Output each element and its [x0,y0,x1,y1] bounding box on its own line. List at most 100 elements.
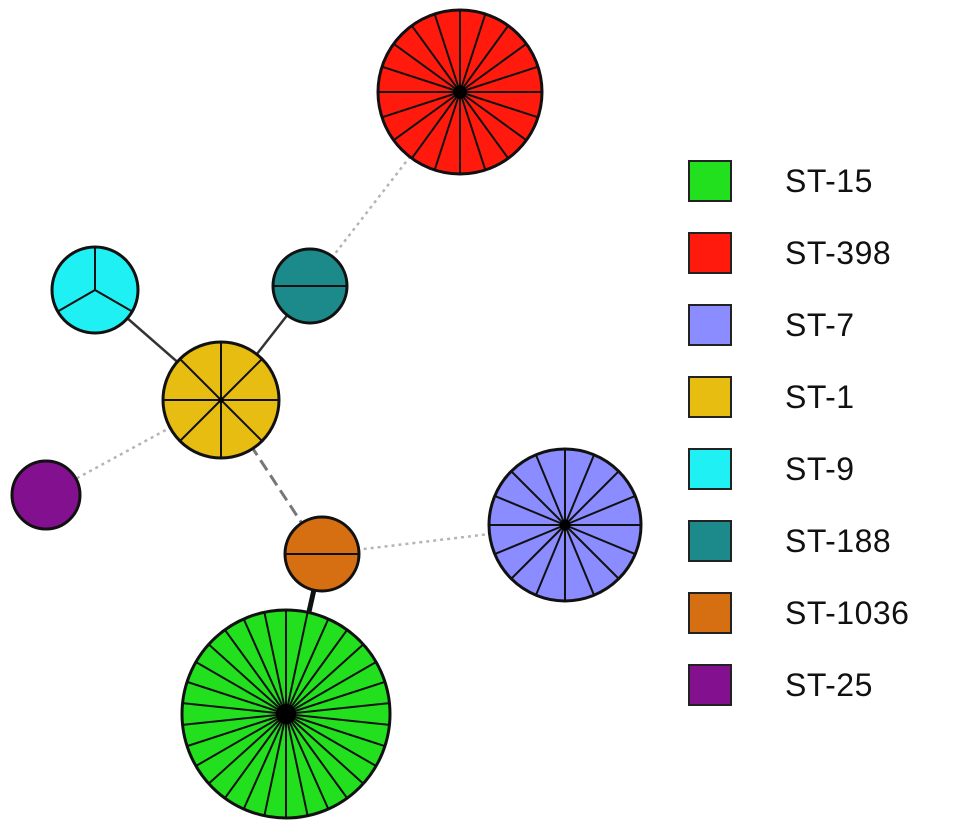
slice-divider [494,494,566,526]
slice-divider [534,524,566,596]
slice-divider [459,25,510,93]
slice-divider [285,713,390,726]
slice-divider [433,13,461,93]
slice-divider [459,65,539,93]
slice-divider [564,470,620,526]
slice-divider [220,358,263,401]
slice-divider [285,643,364,715]
slice-divider [433,91,461,171]
legend-label: ST-15 [785,162,873,199]
slice-divider [459,91,487,171]
legend-label: ST-188 [785,522,892,559]
slice-divider [285,713,386,748]
slice-divider [381,91,461,119]
node-hub [218,397,224,403]
slice-divider [510,524,566,580]
slice-divider [94,289,133,313]
slice-divider [179,358,222,401]
slice-divider [410,91,461,159]
legend-item-st-398: ST-398 [688,232,948,274]
node-st-188 [271,247,349,325]
slice-divider [285,618,330,715]
slice-divider [285,713,348,799]
slice-divider [208,713,287,785]
slice-divider [224,629,287,715]
slice-divider [220,399,263,442]
slice-divider [459,91,510,159]
legend-label: ST-1036 [785,594,910,631]
slice-divider [285,713,377,767]
slice-divider [534,454,566,526]
slice-divider [459,91,539,119]
node-st-1036 [283,515,361,593]
slice-divider [564,524,596,596]
slice-divider [182,702,287,715]
slice-divider [57,289,96,313]
slice-divider [564,524,636,556]
legend-label: ST-9 [785,450,855,487]
slice-divider [195,661,287,715]
legend-swatch [688,304,732,346]
slice-divider [564,454,596,526]
nodes-layer [10,8,643,820]
link-st-1-st-25 [45,398,222,497]
node-st-9 [50,245,140,335]
legend-item-st-1: ST-1 [688,376,948,418]
slice-divider [285,702,390,715]
node-hub [453,85,467,99]
legend-swatch [688,520,732,562]
legend-swatch [688,232,732,274]
slice-divider [186,713,287,748]
slice-divider [224,713,287,799]
slice-divider [564,524,620,580]
legend-label: ST-398 [785,234,892,271]
node-st-25 [10,459,82,531]
legend-swatch [688,160,732,202]
slice-divider [510,470,566,526]
legend-swatch [688,448,732,490]
node-st-398 [376,8,544,176]
legend-label: ST-7 [785,306,855,343]
slice-divider [410,25,461,93]
legend-label: ST-25 [785,666,873,703]
slice-divider [285,661,377,715]
slice-divider [459,13,487,93]
slice-divider [285,629,348,715]
slice-divider [285,713,309,816]
slice-divider [263,713,287,816]
slice-divider [285,713,364,785]
slice-divider [179,399,222,442]
legend-item-st-25: ST-25 [688,664,948,706]
slice-divider [494,524,566,556]
slice-divider [263,612,287,715]
slice-divider [186,680,287,715]
legend-swatch [688,592,732,634]
slice-divider [182,713,287,726]
slice-divider [285,680,386,715]
legend-item-st-188: ST-188 [688,520,948,562]
legend-item-st-15: ST-15 [688,160,948,202]
slice-divider [459,91,527,142]
slice-divider [393,91,461,142]
slice-divider [285,612,309,715]
node-st-25-disc [10,459,82,531]
slice-divider [381,65,461,93]
node-hub [276,704,296,724]
legend-item-st-9: ST-9 [688,448,948,490]
node-st-7 [487,447,643,603]
legend-item-st-7: ST-7 [688,304,948,346]
node-hub [559,519,571,531]
legend-swatch [688,664,732,706]
node-st-1 [161,340,281,460]
legend-label: ST-1 [785,378,855,415]
legend-item-st-1036: ST-1036 [688,592,948,634]
slice-divider [459,42,527,93]
node-st-15 [180,608,392,820]
slice-divider [564,494,636,526]
slice-divider [208,643,287,715]
slice-divider [242,713,287,810]
slice-divider [242,618,287,715]
slice-divider [195,713,287,767]
